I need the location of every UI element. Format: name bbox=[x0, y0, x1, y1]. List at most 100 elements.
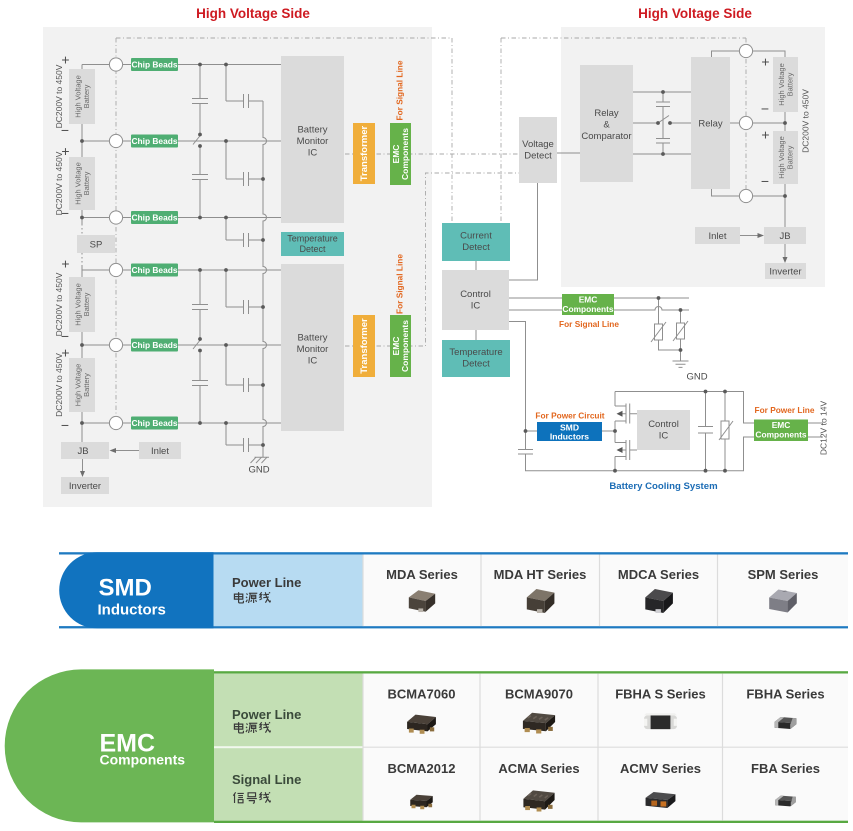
svg-text:+: + bbox=[61, 52, 69, 68]
svg-text:EMC: EMC bbox=[391, 337, 401, 356]
svg-text:For Power Line: For Power Line bbox=[755, 405, 815, 415]
svg-text:IC: IC bbox=[659, 431, 669, 442]
svg-text:Battery Cooling System: Battery Cooling System bbox=[609, 481, 717, 492]
svg-text:BCMA2012: BCMA2012 bbox=[388, 761, 456, 776]
svg-text:DC200V to 450V: DC200V to 450V bbox=[54, 353, 64, 417]
svg-text:Chip Beads: Chip Beads bbox=[131, 136, 177, 146]
svg-text:EMC: EMC bbox=[579, 295, 598, 305]
svg-text:+: + bbox=[761, 54, 769, 70]
svg-text:Detect: Detect bbox=[299, 244, 326, 254]
svg-text:BCMA9070: BCMA9070 bbox=[505, 687, 573, 702]
svg-text:Battery: Battery bbox=[786, 72, 795, 96]
svg-text:Voltage: Voltage bbox=[522, 139, 554, 150]
svg-text:−: − bbox=[61, 417, 69, 433]
svg-text:EMC: EMC bbox=[391, 145, 401, 164]
svg-text:BCMA7060: BCMA7060 bbox=[388, 687, 456, 702]
svg-text:ACMV Series: ACMV Series bbox=[620, 761, 701, 776]
svg-text:−: − bbox=[761, 173, 769, 189]
svg-text:FBHA S Series: FBHA S Series bbox=[615, 687, 706, 702]
svg-text:High Voltage: High Voltage bbox=[777, 136, 786, 179]
svg-text:Power Line: Power Line bbox=[232, 707, 301, 722]
svg-text:Detect: Detect bbox=[524, 151, 552, 162]
svg-text:High Voltage: High Voltage bbox=[74, 283, 83, 326]
svg-text:For Signal Line: For Signal Line bbox=[395, 254, 405, 314]
svg-text:Detect: Detect bbox=[462, 359, 490, 370]
svg-text:Battery: Battery bbox=[786, 145, 795, 169]
svg-text:Battery: Battery bbox=[297, 125, 327, 136]
svg-text:Chip Beads: Chip Beads bbox=[131, 60, 177, 70]
svg-text:Monitor: Monitor bbox=[297, 344, 329, 355]
svg-text:GND: GND bbox=[686, 372, 707, 383]
svg-text:Current: Current bbox=[460, 231, 492, 242]
svg-text:SP: SP bbox=[90, 240, 103, 251]
svg-text:MDA HT Series: MDA HT Series bbox=[494, 567, 587, 582]
svg-text:High Voltage: High Voltage bbox=[74, 75, 83, 118]
svg-text:High Voltage: High Voltage bbox=[74, 364, 83, 407]
svg-text:Components: Components bbox=[400, 320, 410, 372]
svg-text:Components: Components bbox=[100, 752, 186, 768]
svg-text:EMC: EMC bbox=[772, 420, 791, 430]
svg-text:High Voltage: High Voltage bbox=[777, 63, 786, 106]
svg-text:High Voltage: High Voltage bbox=[74, 162, 83, 205]
svg-text:Inductors: Inductors bbox=[98, 602, 166, 619]
svg-text:SMD: SMD bbox=[560, 423, 579, 433]
svg-text:Inlet: Inlet bbox=[709, 231, 727, 242]
svg-text:Temperature: Temperature bbox=[449, 347, 502, 358]
svg-text:+: + bbox=[61, 143, 69, 159]
svg-text:High Voltage Side: High Voltage Side bbox=[196, 6, 310, 21]
svg-text:+: + bbox=[61, 345, 69, 361]
svg-text:JB: JB bbox=[779, 231, 790, 242]
svg-text:IC: IC bbox=[308, 148, 318, 159]
svg-text:IC: IC bbox=[471, 301, 481, 312]
svg-text:Control: Control bbox=[460, 289, 491, 300]
svg-text:Battery: Battery bbox=[82, 84, 91, 108]
svg-text:For Signal Line: For Signal Line bbox=[559, 319, 619, 329]
svg-text:FBHA Series: FBHA Series bbox=[746, 687, 824, 702]
svg-text:Components: Components bbox=[400, 128, 410, 180]
svg-text:Battery: Battery bbox=[297, 333, 327, 344]
svg-text:Power Line: Power Line bbox=[232, 575, 301, 590]
svg-text:Inverter: Inverter bbox=[69, 481, 101, 492]
svg-text:For Signal Line: For Signal Line bbox=[395, 60, 405, 120]
svg-text:DC200V to 450V: DC200V to 450V bbox=[801, 89, 811, 153]
svg-text:Detect: Detect bbox=[462, 242, 490, 253]
svg-text:Battery: Battery bbox=[82, 292, 91, 316]
svg-text:Components: Components bbox=[562, 304, 614, 314]
svg-text:DC12V to 14V: DC12V to 14V bbox=[819, 401, 829, 456]
svg-text:Relay: Relay bbox=[698, 119, 723, 130]
svg-text:&: & bbox=[603, 120, 610, 131]
svg-text:Chip Beads: Chip Beads bbox=[131, 418, 177, 428]
svg-text:−: − bbox=[761, 101, 769, 117]
svg-text:ACMA Series: ACMA Series bbox=[498, 761, 579, 776]
svg-text:SMD: SMD bbox=[99, 575, 152, 602]
svg-text:+: + bbox=[61, 256, 69, 272]
svg-text:−: − bbox=[61, 205, 69, 221]
svg-text:Transformer: Transformer bbox=[359, 318, 370, 374]
svg-text:IC: IC bbox=[308, 356, 318, 367]
svg-text:Relay: Relay bbox=[594, 108, 619, 119]
svg-text:Comparator: Comparator bbox=[581, 131, 631, 142]
svg-text:SPM Series: SPM Series bbox=[748, 567, 819, 582]
svg-text:Inlet: Inlet bbox=[151, 446, 169, 457]
svg-text:Inductors: Inductors bbox=[550, 432, 589, 442]
svg-text:FBA Series: FBA Series bbox=[751, 761, 820, 776]
svg-text:High Voltage Side: High Voltage Side bbox=[638, 6, 752, 21]
svg-text:DC200V to 450V: DC200V to 450V bbox=[54, 272, 64, 336]
svg-text:MDA Series: MDA Series bbox=[386, 567, 458, 582]
svg-text:Transformer: Transformer bbox=[359, 125, 370, 181]
svg-text:DC200V to 450V: DC200V to 450V bbox=[54, 64, 64, 128]
svg-text:DC200V to 450V: DC200V to 450V bbox=[54, 151, 64, 215]
svg-text:EMC: EMC bbox=[100, 730, 156, 758]
svg-text:−: − bbox=[61, 122, 69, 138]
svg-text:Battery: Battery bbox=[82, 171, 91, 195]
svg-text:MDCA Series: MDCA Series bbox=[618, 567, 699, 582]
svg-text:Battery: Battery bbox=[82, 373, 91, 397]
svg-text:+: + bbox=[761, 127, 769, 143]
svg-text:Chip Beads: Chip Beads bbox=[131, 213, 177, 223]
svg-text:GND: GND bbox=[248, 465, 269, 476]
svg-text:Chip Beads: Chip Beads bbox=[131, 265, 177, 275]
svg-text:JB: JB bbox=[77, 446, 88, 457]
svg-text:Inverter: Inverter bbox=[769, 267, 801, 278]
svg-text:Chip Beads: Chip Beads bbox=[131, 340, 177, 350]
svg-text:Components: Components bbox=[755, 430, 807, 440]
